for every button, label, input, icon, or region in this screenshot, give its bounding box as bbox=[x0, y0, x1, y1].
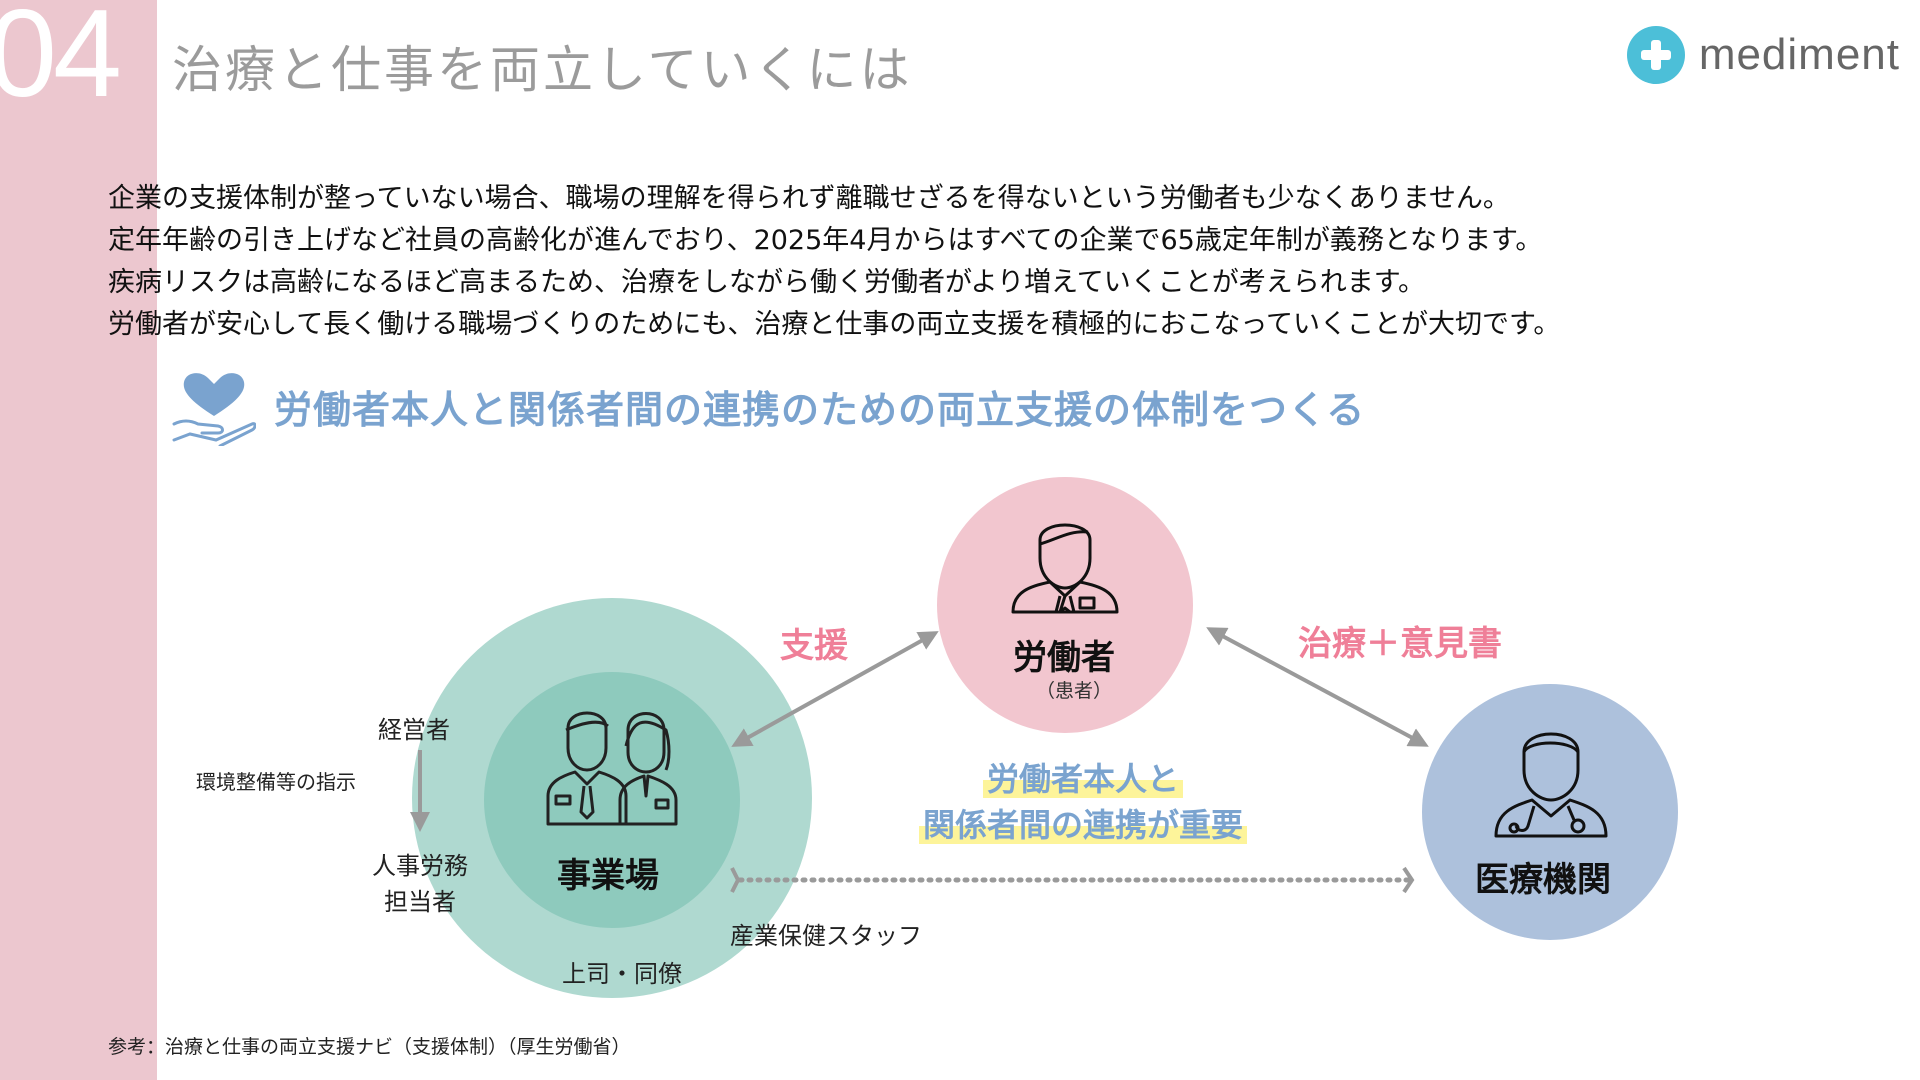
worker-sublabel: （患者） bbox=[1036, 680, 1113, 702]
hr-line: 人事労務 bbox=[372, 852, 468, 880]
support-arrow bbox=[731, 631, 939, 747]
section-heading: 労働者本人と関係者間の連携のための両立支援の体制をつくる bbox=[274, 387, 1366, 432]
worker-label: 労働者 bbox=[1013, 638, 1115, 678]
plus-cross-icon bbox=[1626, 26, 1685, 84]
intro-line: 労働者が安心して長く働ける職場づくりのためにも、治療と仕事の両立支援を積極的にお… bbox=[108, 309, 1561, 340]
dotted-arrow-left-head bbox=[730, 867, 741, 893]
instruction-label: 環境整備等の指示 bbox=[196, 770, 356, 794]
hr-staff-label: 人事労務 担当者 bbox=[362, 848, 478, 920]
boss-colleagues-label: 上司・同僚 bbox=[562, 960, 682, 988]
worker-icon bbox=[1011, 523, 1119, 614]
intro-line: 疾病リスクは高齢になるほど高まるため、治療をしながら働く労働者がより増えていくこ… bbox=[108, 267, 1426, 298]
slide-number: 04 bbox=[0, 0, 122, 123]
page-title: 治療と仕事を両立していくには bbox=[172, 41, 913, 99]
callout-line: 労働者本人と bbox=[982, 760, 1183, 798]
heart-in-hand-icon bbox=[172, 373, 256, 446]
intro-line: 定年年齢の引き上げなど社員の高齢化が進んでおり、2025年4月からはすべての企業… bbox=[108, 225, 1543, 256]
worker-circle bbox=[937, 477, 1193, 733]
treatment-arrow bbox=[1206, 627, 1429, 747]
intro-line: 企業の支援体制が整っていない場合、職場の理解を得られず離職せざるを得ないという労… bbox=[108, 183, 1510, 214]
colleagues-icon bbox=[546, 711, 678, 826]
section-heading-row: 労働者本人と関係者間の連携のための両立支援の体制をつくる bbox=[172, 366, 1365, 446]
brand-logo: mediment bbox=[1626, 26, 1900, 84]
doctor-icon bbox=[1494, 732, 1608, 838]
treatment-opinion-label: 治療＋意見書 bbox=[1298, 624, 1502, 664]
side-accent-bar bbox=[0, 0, 157, 1080]
intro-paragraph: 企業の支援体制が整っていない場合、職場の理解を得られず離職せざるを得ないという労… bbox=[108, 178, 1560, 346]
logo-text: mediment bbox=[1698, 30, 1900, 79]
dotted-arrow-right-head bbox=[1402, 866, 1415, 894]
support-label: 支援 bbox=[780, 626, 848, 666]
reference-note: 参考：治療と仕事の両立支援ナビ（支援体制）（厚生労働省） bbox=[108, 1036, 631, 1058]
workplace-inner-circle bbox=[484, 672, 740, 928]
collaboration-callout: 労働者本人と 関係者間の連携が重要 bbox=[898, 756, 1268, 848]
medical-circle bbox=[1422, 684, 1678, 940]
health-staff-label: 産業保健スタッフ bbox=[730, 922, 922, 950]
callout-line: 関係者間の連携が重要 bbox=[918, 806, 1247, 844]
manager-label: 経営者 bbox=[378, 716, 450, 744]
workplace-label: 事業場 bbox=[557, 856, 659, 896]
hr-line: 担当者 bbox=[384, 888, 456, 916]
medical-label: 医療機関 bbox=[1475, 860, 1611, 900]
